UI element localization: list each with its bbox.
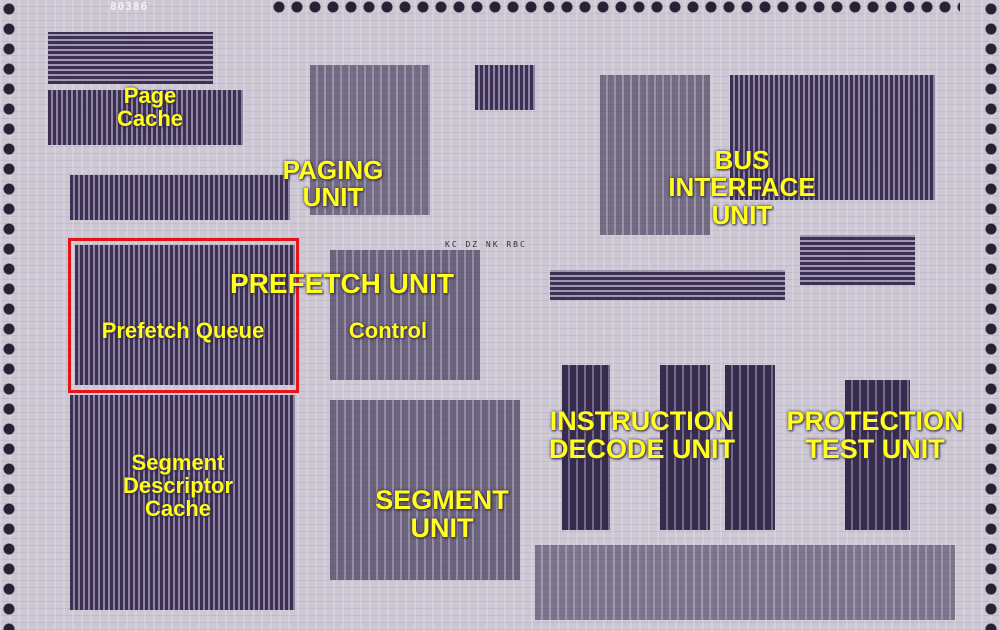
prefetch-queue-block: [75, 245, 295, 385]
protection-block: [845, 380, 910, 530]
control-block: [330, 250, 480, 380]
bond-pads-left: [0, 0, 18, 630]
label-prefetch-queue: Prefetch Queue: [101, 318, 265, 343]
circuit-block: [475, 65, 535, 110]
decode-block: [660, 365, 710, 530]
label-control: Control: [348, 318, 428, 343]
circuit-block: [48, 32, 213, 84]
circuit-block: [800, 235, 915, 285]
circuit-block: [310, 65, 430, 215]
circuit-block: [70, 175, 290, 220]
decode-block: [725, 365, 775, 530]
bond-pads-top: [270, 0, 960, 16]
circuit-block: [48, 90, 243, 145]
prefetch-queue-highlight: [68, 238, 299, 393]
circuit-block: [600, 75, 710, 235]
circuit-block: [550, 270, 785, 300]
mask-marking: KC DZ NK RBC: [445, 240, 527, 249]
circuit-block: [730, 75, 935, 200]
segment-block: [330, 400, 520, 580]
segment-descriptor-block: [70, 395, 295, 610]
circuit-block: [535, 545, 955, 620]
label-prefetch-unit: PREFETCH UNIT: [230, 268, 454, 299]
chip-id-marking: 80386: [110, 0, 149, 13]
bond-pads-right: [982, 0, 1000, 630]
decode-block: [562, 365, 610, 530]
